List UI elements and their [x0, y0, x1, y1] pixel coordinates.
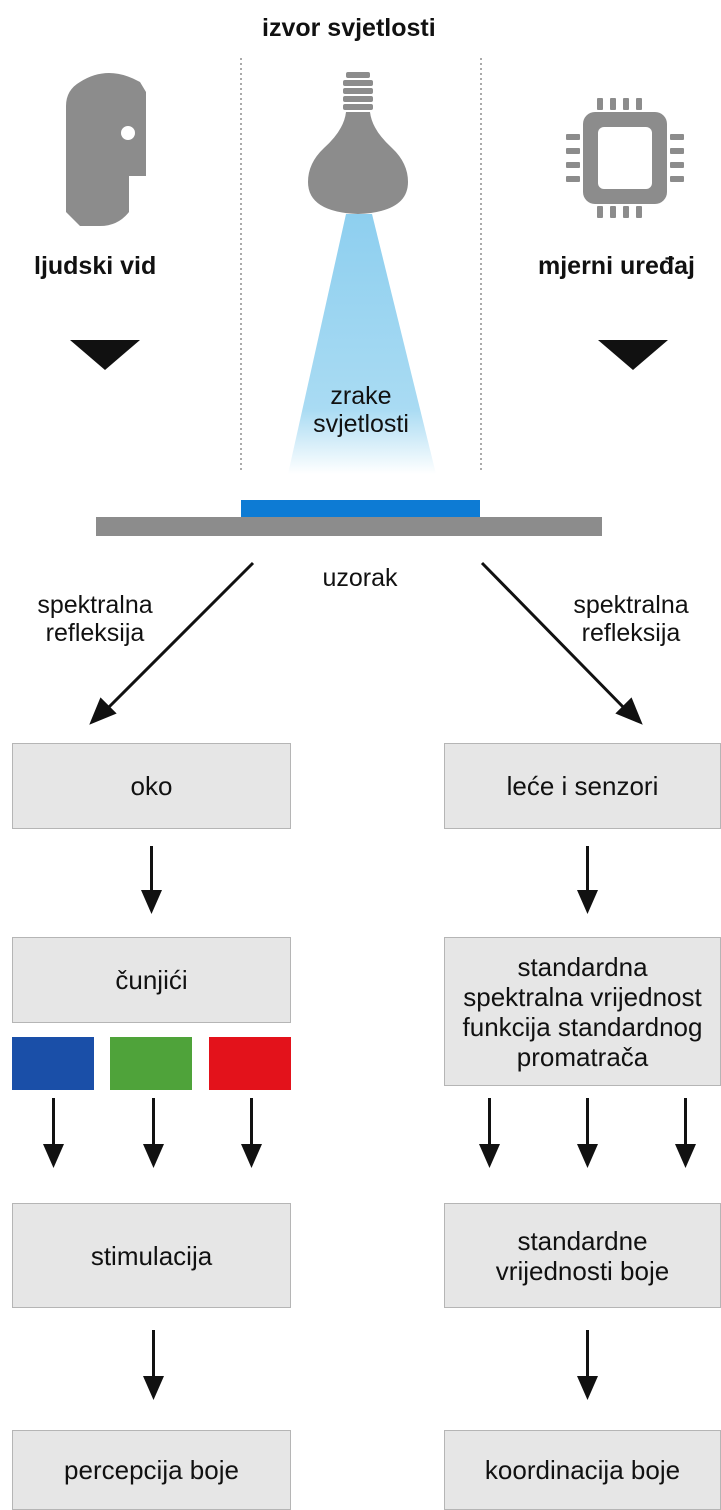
box-cones: čunjići — [12, 937, 291, 1023]
light-bulb-icon — [308, 72, 408, 214]
microchip-icon — [566, 98, 684, 218]
light-source-title: izvor svjetlosti — [262, 14, 436, 42]
down-triangle-left — [70, 340, 140, 370]
reflection-arrow-right-head — [615, 697, 643, 725]
box-standard-color-values: standardne vrijednosti boje — [444, 1203, 721, 1308]
reflection-arrow-left-line — [102, 561, 255, 714]
box-lenses-sensors: leće i senzori — [444, 743, 721, 829]
down-triangle-right — [598, 340, 668, 370]
sample-label: uzorak — [322, 564, 398, 592]
rays-label: zrake svjetlosti — [313, 382, 409, 438]
human-head-icon — [66, 73, 146, 226]
box-standard-observer-functions: standardna spektralna vrijednost funkcij… — [444, 937, 721, 1086]
human-vision-title: ljudski vid — [34, 252, 157, 280]
light-beam — [288, 214, 436, 474]
reflection-label-left: spektralna refleksija — [37, 591, 153, 647]
box-stimulation: stimulacija — [12, 1203, 291, 1308]
box-eye: oko — [12, 743, 291, 829]
flow-arrows — [43, 846, 696, 1400]
measuring-device-title: mjerni uređaj — [538, 252, 695, 280]
cone-swatch-green — [110, 1037, 192, 1090]
reflection-arrow-left-head — [89, 697, 117, 725]
sample-platform — [96, 517, 602, 536]
reflection-label-right: spektralna refleksija — [573, 591, 689, 647]
reflection-arrow-right-line — [480, 561, 630, 714]
sample-color-patch — [241, 500, 480, 518]
box-color-perception: percepcija boje — [12, 1430, 291, 1510]
cone-swatch-blue — [12, 1037, 94, 1090]
cone-swatch-red — [209, 1037, 291, 1090]
box-color-coordinates: koordinacija boje — [444, 1430, 721, 1510]
